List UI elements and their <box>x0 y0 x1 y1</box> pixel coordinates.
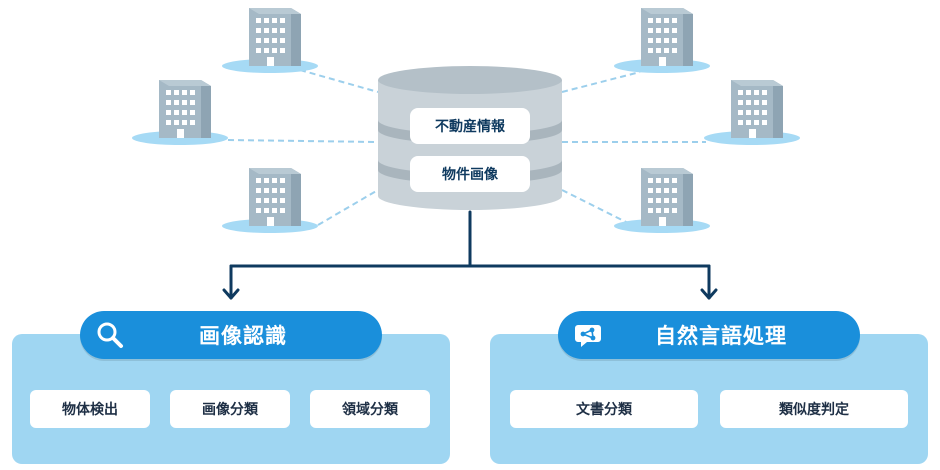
building-icon <box>222 168 318 233</box>
building-icon <box>614 168 710 233</box>
building-icon <box>704 80 800 145</box>
nlp-title: 自然言語処理 <box>655 324 787 348</box>
magnifier-icon <box>97 322 123 348</box>
dashed-connectors <box>227 69 706 226</box>
db-label-property-info: 不動産情報 <box>410 108 530 144</box>
db-label-property-images: 物件画像 <box>410 156 530 192</box>
image-recognition-title: 画像認識 <box>199 324 287 348</box>
network-bubble-icon <box>575 325 601 347</box>
chip-similarity-judgment: 類似度判定 <box>720 390 908 428</box>
nlp-header: 自然言語処理 <box>558 311 860 359</box>
tree-connector <box>222 210 718 300</box>
chip-object-detection: 物体検出 <box>30 390 150 428</box>
building-icon <box>132 80 228 145</box>
chip-image-classification: 画像分類 <box>170 390 290 428</box>
chip-document-classification: 文書分類 <box>510 390 698 428</box>
chip-region-classification: 領域分類 <box>310 390 430 428</box>
building-icon <box>222 8 318 73</box>
image-recognition-header: 画像認識 <box>80 311 382 359</box>
building-icon <box>614 8 710 73</box>
